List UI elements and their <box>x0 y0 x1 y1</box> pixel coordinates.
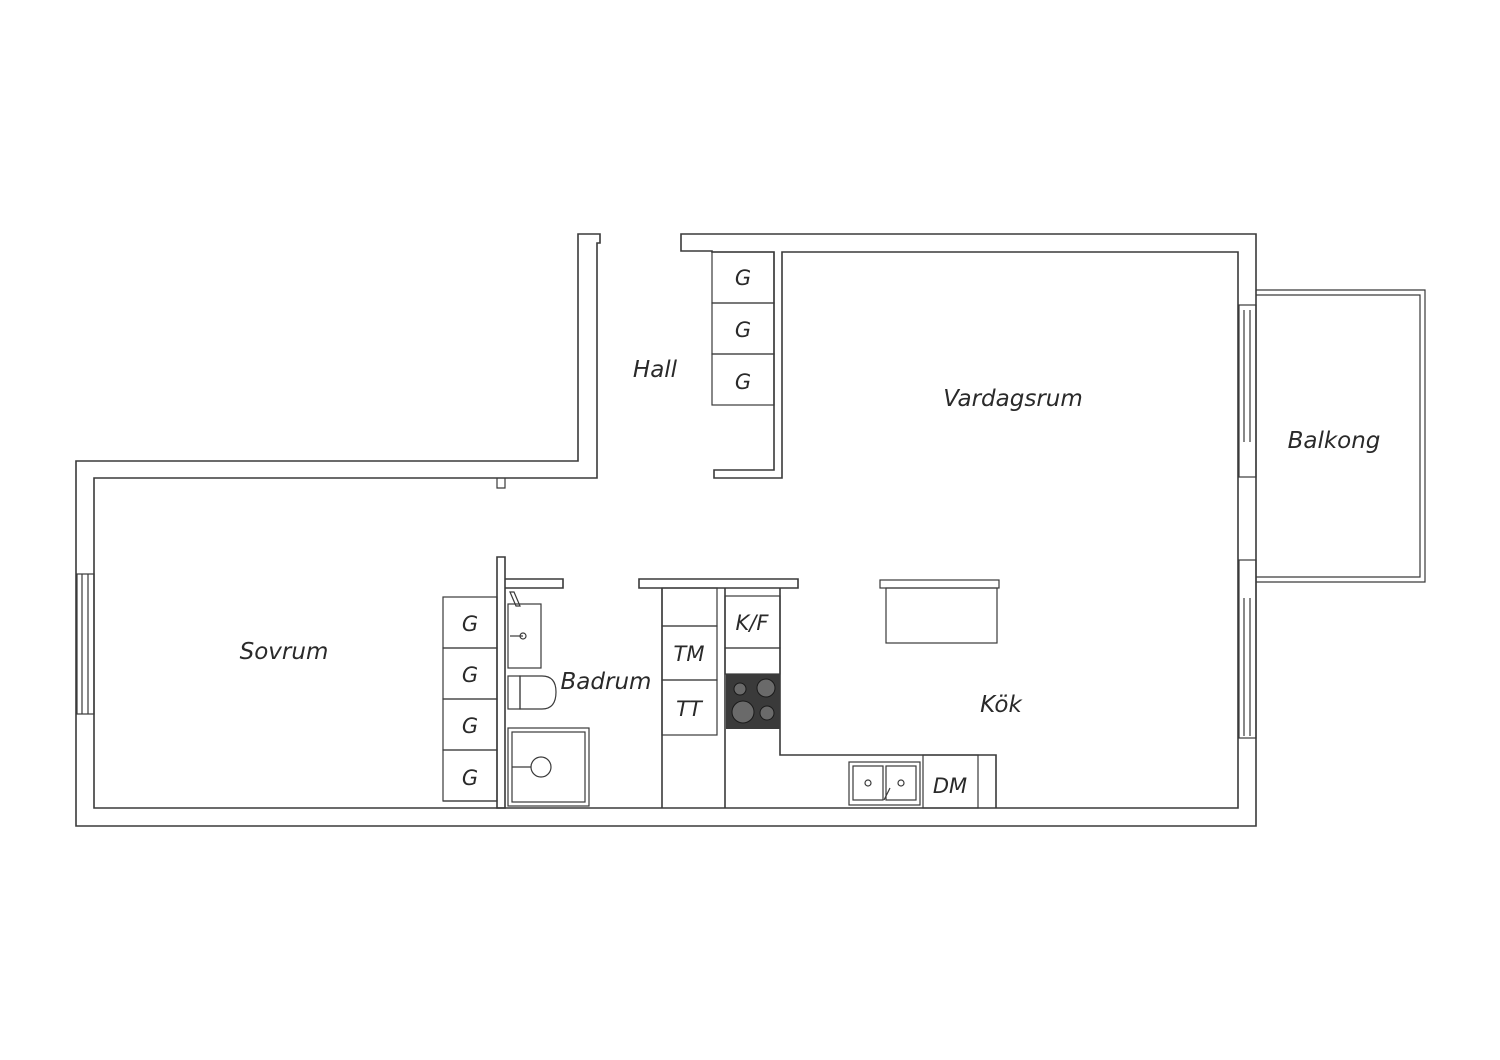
bedroom-wardrobe-label-2: G <box>462 663 478 687</box>
hall-wardrobe <box>711 251 775 406</box>
dishwasher-box <box>922 754 979 809</box>
room-label-vardagsrum: Vardagsrum <box>943 386 1083 412</box>
bedroom-wardrobe-label-3: G <box>462 714 478 738</box>
outer-walls <box>75 233 1257 827</box>
bedroom-wardrobe <box>442 596 498 802</box>
dishwasher-label: DM <box>933 774 967 798</box>
dryer-label: TT <box>676 697 704 721</box>
room-label-balkong: Balkong <box>1288 428 1381 454</box>
window-living-upper <box>1238 304 1257 478</box>
room-label-hall: Hall <box>633 357 678 383</box>
bathroom-sink <box>507 591 542 669</box>
room-label-sovrum: Sovrum <box>240 639 329 665</box>
kitchen-sink-icon <box>848 761 921 806</box>
kitchen-island <box>879 579 1000 644</box>
bedroom-wardrobe-label-4: G <box>462 766 478 790</box>
washing-machine-label: TM <box>674 642 705 666</box>
toilet-icon <box>507 675 557 710</box>
kitchen-column <box>724 595 781 729</box>
bedroom-wardrobe-label-1: G <box>462 612 478 636</box>
room-label-badrum: Badrum <box>561 669 652 695</box>
hall-wardrobe-label-2: G <box>735 318 751 342</box>
window-bedroom <box>76 573 95 715</box>
window-living-lower <box>1238 559 1257 739</box>
hall-wardrobe-label-3: G <box>735 370 751 394</box>
fridge-freezer-label: K/F <box>736 611 770 635</box>
balcony-outline <box>1256 289 1426 583</box>
hall-wardrobe-label-1: G <box>735 266 751 290</box>
room-label-kok: Kök <box>980 692 1023 718</box>
shower-icon <box>507 727 590 807</box>
laundry-column <box>661 587 718 736</box>
